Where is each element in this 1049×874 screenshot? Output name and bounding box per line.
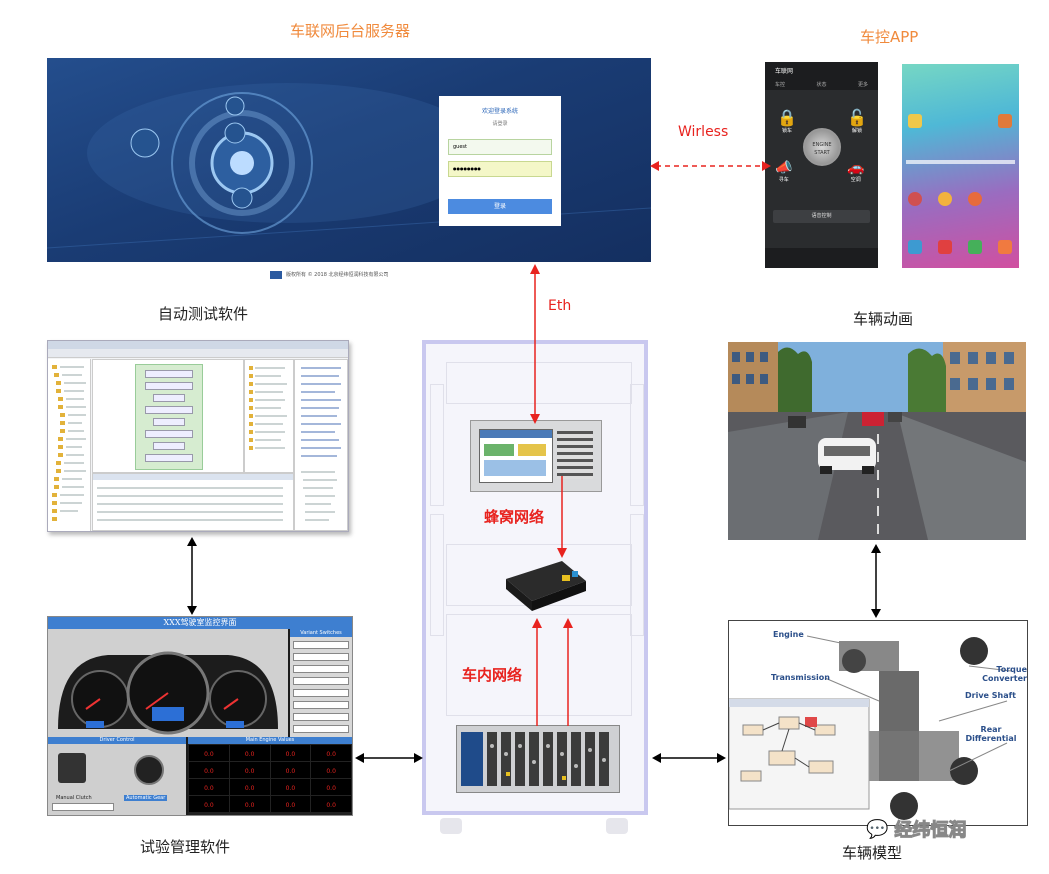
variant-select-6[interactable] xyxy=(293,701,349,709)
unlock-control[interactable]: 🔓解锁 xyxy=(847,108,867,134)
server-footer: 版权所有 © 2018 北京经纬恒润科技有限公司 xyxy=(286,272,389,278)
server-label: 车联网后台服务器 xyxy=(290,22,411,40)
engine-value: 0.0 xyxy=(270,779,311,795)
engine-value: 0.0 xyxy=(229,762,270,778)
cellular-arrow xyxy=(557,476,567,558)
engine-value: 0.0 xyxy=(189,745,229,761)
server-screenshot: 欢迎登录系统 请登录 guest ●●●●●●●● 登录 xyxy=(47,58,651,262)
trial-management-label: 试验管理软件 xyxy=(140,838,231,856)
app-label: 车控APP xyxy=(860,28,919,46)
ac-control[interactable]: 🚗空调 xyxy=(847,160,865,183)
ignition-key[interactable] xyxy=(134,755,164,785)
username-field[interactable]: guest xyxy=(448,139,552,155)
engine-value: 0.0 xyxy=(311,779,351,795)
rear-differential-label: Rear Differential xyxy=(965,725,1017,743)
find-car-control[interactable]: 📣寻车 xyxy=(775,160,793,183)
in-vehicle-arrows xyxy=(532,618,573,726)
wireless-label: Wirless xyxy=(678,124,729,140)
engine-value: 0.0 xyxy=(270,762,311,778)
voice-control-button[interactable]: 语音控制 xyxy=(773,210,870,223)
arrow-anim-model xyxy=(871,544,881,618)
tbox-device xyxy=(506,561,586,611)
network-tester-instrument xyxy=(470,420,602,492)
gear-shifter[interactable] xyxy=(58,753,86,783)
engine-value: 0.0 xyxy=(311,796,351,812)
eth-connection xyxy=(530,264,540,424)
trial-management-screenshot: XXX驾驶室监控界面 Variant Switches Driver Contr… xyxy=(47,616,353,816)
variant-select-8[interactable] xyxy=(293,725,349,733)
variant-select-2[interactable] xyxy=(293,653,349,661)
vehicle-animation-label: 车辆动画 xyxy=(853,310,914,328)
engine-value: 0.0 xyxy=(311,745,351,761)
arrow-trial-rack xyxy=(355,753,423,763)
pxi-chassis xyxy=(456,725,620,793)
variant-select-1[interactable] xyxy=(293,641,349,649)
vehicle-model-label: 车辆模型 xyxy=(842,844,903,862)
engine-value: 0.0 xyxy=(189,762,229,778)
server-footer-logo xyxy=(270,271,282,279)
rack-wheel-left xyxy=(440,818,462,834)
login-card: 欢迎登录系统 请登录 guest ●●●●●●●● 登录 xyxy=(439,96,561,226)
phone-app-name: 车联网 xyxy=(775,68,794,75)
lock-control[interactable]: 🔒锁车 xyxy=(777,108,797,134)
engine-value: 0.0 xyxy=(270,745,311,761)
engine-value: 0.0 xyxy=(311,762,351,778)
arrow-rack-model xyxy=(652,753,726,763)
torque-converter-label: Torque Converter xyxy=(982,665,1027,683)
engine-label: Engine xyxy=(773,630,804,639)
horn-icon: 📣 xyxy=(775,160,793,176)
engine-value: 0.0 xyxy=(189,796,229,812)
variant-switches-header: Variant Switches xyxy=(290,629,352,637)
phone-tab-0[interactable]: 车控 xyxy=(775,82,786,88)
main-engine-header: Main Engine Values xyxy=(188,737,352,744)
engine-values-grid: Main Engine Values 0.0 0.0 0.0 0.0 0.0 0… xyxy=(188,737,352,815)
variant-select-7[interactable] xyxy=(293,713,349,721)
vehicle-animation-screenshot xyxy=(728,342,1026,540)
wireless-connection xyxy=(650,161,771,171)
automatic-gear-label: Automatic Gear xyxy=(124,795,168,801)
drive-shaft-label: Drive Shaft xyxy=(965,691,1016,700)
unlock-icon: 🔓 xyxy=(847,108,867,127)
in-vehicle-label: 车内网络 xyxy=(462,666,523,684)
car-icon: 🚗 xyxy=(847,160,865,176)
login-title: 欢迎登录系统 xyxy=(481,108,518,115)
lock-icon: 🔒 xyxy=(777,108,797,127)
manual-clutch-slider[interactable] xyxy=(52,803,114,811)
engine-value: 0.0 xyxy=(189,779,229,795)
rack-wheel-right xyxy=(606,818,628,834)
engine-value: 0.0 xyxy=(229,779,270,795)
login-button[interactable]: 登录 xyxy=(448,199,552,214)
phone-tab-2[interactable]: 更多 xyxy=(857,82,868,88)
auto-test-label: 自动测试软件 xyxy=(158,305,249,323)
manual-clutch-label: Manual Clutch xyxy=(56,795,92,801)
transmission-label: Transmission xyxy=(771,673,830,682)
variant-select-4[interactable] xyxy=(293,677,349,685)
cellular-label: 蜂窝网络 xyxy=(484,508,545,526)
password-field[interactable]: ●●●●●●●● xyxy=(448,161,552,177)
eth-label: Eth xyxy=(548,298,572,314)
driver-control-header: Driver Control xyxy=(48,737,186,744)
phone-home-screen xyxy=(902,64,1019,268)
arrow-autotest-trial xyxy=(187,537,197,615)
engine-value: 0.0 xyxy=(229,745,270,761)
variant-select-5[interactable] xyxy=(293,689,349,697)
login-subtitle: 请登录 xyxy=(492,121,508,127)
watermark: 💬 经纬恒润 xyxy=(866,818,967,842)
wechat-icon: 💬 xyxy=(866,818,889,840)
vehicle-model-screenshot: Engine Transmission Torque Converter Dri… xyxy=(728,620,1028,826)
phone-tab-1[interactable]: 状态 xyxy=(816,82,827,88)
variant-select-3[interactable] xyxy=(293,665,349,673)
auto-test-screenshot xyxy=(47,340,349,532)
engine-value: 0.0 xyxy=(270,796,311,812)
dashboard-title: XXX驾驶室监控界面 xyxy=(48,617,352,629)
engine-value: 0.0 xyxy=(229,796,270,812)
